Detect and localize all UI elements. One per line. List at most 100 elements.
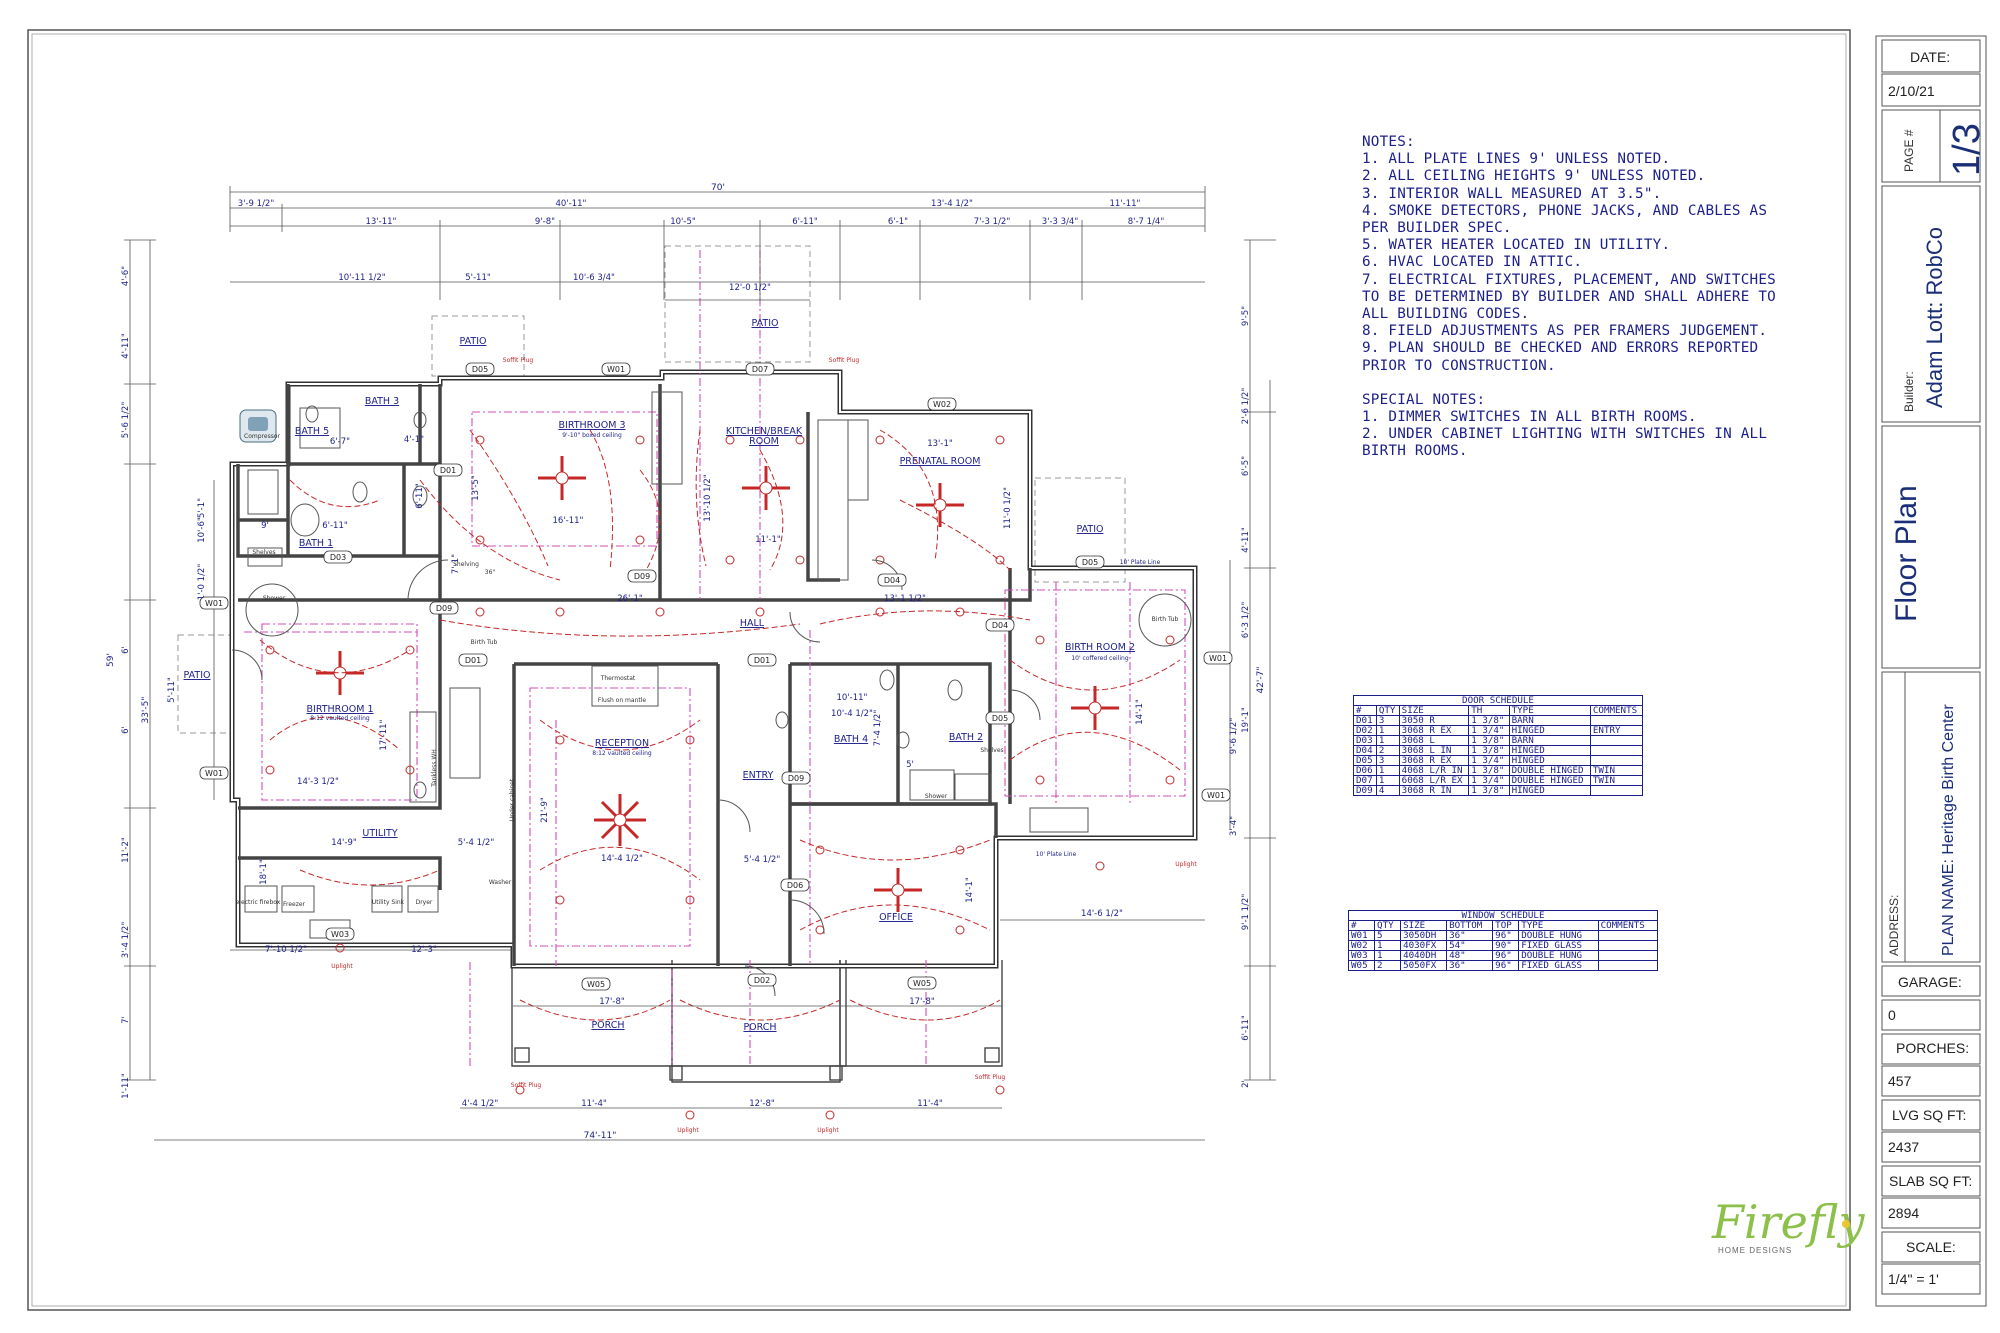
- dimension-label: 11'-2": [121, 837, 131, 863]
- schedule-header: TOP: [1492, 920, 1520, 931]
- plan-name: PLAN NAME: Heritage Birth Center: [1940, 704, 1957, 956]
- special-notes-title: SPECIAL NOTES:: [1362, 391, 1486, 408]
- scale-label: SCALE:: [1906, 1239, 1956, 1255]
- dimension-label: 6'-11": [792, 217, 818, 227]
- dimension-label: 6': [121, 646, 131, 654]
- logo-wordmark: Firefly: [1712, 1195, 1865, 1249]
- schedule-header: SIZE: [1400, 920, 1448, 931]
- tag-marker: [747, 653, 777, 667]
- note-line: TO BE DETERMINED BY BUILDER AND SHALL AD…: [1362, 288, 1776, 305]
- schedule-cell: D06: [1353, 765, 1377, 776]
- room-name: PATIO: [460, 336, 487, 347]
- dimension-label: 11'-4": [581, 1099, 607, 1109]
- tag-label: D04: [992, 621, 1008, 630]
- floor-plan: 70'74'-11"59'42'-7"33'-5"3'-9 1/2"40'-11…: [0, 0, 1276, 1141]
- tag-marker: [458, 653, 488, 667]
- schedule-header: COMMENTS: [1597, 920, 1659, 931]
- tag-marker: [325, 927, 355, 941]
- dimension-label: 9'-5": [1241, 306, 1251, 326]
- dimension-label: 7'-3 1/2": [974, 217, 1011, 227]
- schedule-cell: [1589, 755, 1644, 766]
- slab-sqft-value: 2894: [1888, 1205, 1920, 1221]
- tag-label: D07: [752, 365, 768, 374]
- page-label: PAGE #: [1902, 129, 1916, 172]
- note-line: 4. SMOKE DETECTORS, PHONE JACKS, AND CAB…: [1362, 202, 1768, 219]
- plan-annotation: Tankless WH: [431, 749, 438, 788]
- dimension-label: 6'-1": [888, 217, 908, 227]
- special-note-line: BIRTH ROOMS.: [1362, 443, 1468, 460]
- room-dimension: 17'-11": [379, 719, 389, 750]
- schedule-cell: 1 3/8": [1468, 745, 1510, 756]
- schedule-cell: BARN: [1508, 735, 1591, 746]
- ceiling-note: 10' Plate Line: [1120, 559, 1161, 566]
- tag-label: D01: [754, 656, 770, 665]
- builder-label: Builder:: [1902, 371, 1916, 412]
- room-name: BATH 2: [949, 732, 983, 743]
- tag-marker: [1203, 651, 1233, 665]
- room-dimension: 6'-7": [330, 437, 350, 447]
- room-name: PATIO: [1077, 524, 1104, 535]
- schedule-cell: [1597, 940, 1659, 951]
- dimension-label: 6': [121, 726, 131, 734]
- dimension-label: 19'-1": [1241, 707, 1251, 733]
- plan-annotation: 36": [485, 569, 496, 576]
- slab-sqft-label: SLAB SQ FT:: [1889, 1173, 1973, 1189]
- schedule-cell: 3068 R IN: [1398, 785, 1470, 796]
- schedule-cell: [1589, 745, 1644, 756]
- schedule-cell: 2: [1375, 745, 1400, 756]
- note-line: PRIOR TO CONSTRUCTION.: [1362, 357, 1556, 374]
- tag-label: W03: [331, 930, 349, 939]
- schedule-cell: D04: [1353, 745, 1377, 756]
- schedule-cell: HINGED: [1508, 725, 1591, 736]
- schedule-cell: [1589, 785, 1644, 796]
- schedule-cell: 2: [1374, 960, 1402, 971]
- schedule-cell: D05: [1353, 755, 1377, 766]
- dimension-label: 12'-3": [411, 945, 437, 955]
- porches-value: 457: [1888, 1073, 1912, 1089]
- dimension-label: 13'-4 1/2": [931, 199, 973, 209]
- tag-marker: [627, 569, 657, 583]
- room-name: BATH 5: [295, 426, 329, 437]
- schedule-cell: ENTRY: [1589, 725, 1644, 736]
- dimension-label: 11'-4": [917, 1099, 943, 1109]
- dimension-label: 17'-8": [599, 997, 625, 1007]
- schedule-cell: W02: [1347, 940, 1376, 951]
- tag-marker: [780, 878, 810, 892]
- logo-subtitle: HOME DESIGNS: [1718, 1246, 1793, 1255]
- note-line: 7. ELECTRICAL FIXTURES, PLACEMENT, AND S…: [1362, 271, 1776, 288]
- room-name: KITCHEN/BREAK: [726, 426, 803, 437]
- dimension-label: 2'-6 1/2": [1241, 388, 1251, 425]
- dimension-label: 1'-0 1/2": [197, 564, 207, 601]
- note-line: 1. ALL PLATE LINES 9' UNLESS NOTED.: [1362, 151, 1671, 168]
- plan-annotation: Uplight: [1175, 861, 1197, 868]
- overall-dimension: 42'-7": [1256, 666, 1266, 693]
- schedule-cell: 1: [1375, 765, 1400, 776]
- dimension-label: 4'-4 1/2": [462, 1099, 499, 1109]
- special-note-line: 1. DIMMER SWITCHES IN ALL BIRTH ROOMS.: [1362, 409, 1697, 426]
- schedule-cell: 90": [1492, 940, 1520, 951]
- schedule-cell: 1 3/8": [1468, 715, 1510, 726]
- tag-marker: [907, 976, 937, 990]
- room-name: BIRTHROOM 1: [307, 704, 374, 715]
- schedule-cell: TWIN: [1589, 775, 1644, 786]
- schedule-cell: 1 3/4": [1468, 725, 1510, 736]
- dimension-label: 3'-4 1/2": [121, 922, 131, 959]
- date-value: 2/10/21: [1888, 83, 1935, 99]
- tag-label: W05: [913, 979, 931, 988]
- tag-label: D01: [465, 656, 481, 665]
- tag-label: D09: [788, 774, 804, 783]
- dimension-label: 4'-11": [121, 333, 131, 359]
- schedule-cell: HINGED: [1508, 785, 1591, 796]
- schedule-header: TYPE: [1508, 705, 1591, 716]
- dimension-label: 7': [121, 1016, 131, 1024]
- schedule-cell: W01: [1347, 930, 1376, 941]
- tag-label: D02: [754, 976, 770, 985]
- tag-marker: [429, 601, 459, 615]
- schedule-header: SIZE: [1398, 705, 1470, 716]
